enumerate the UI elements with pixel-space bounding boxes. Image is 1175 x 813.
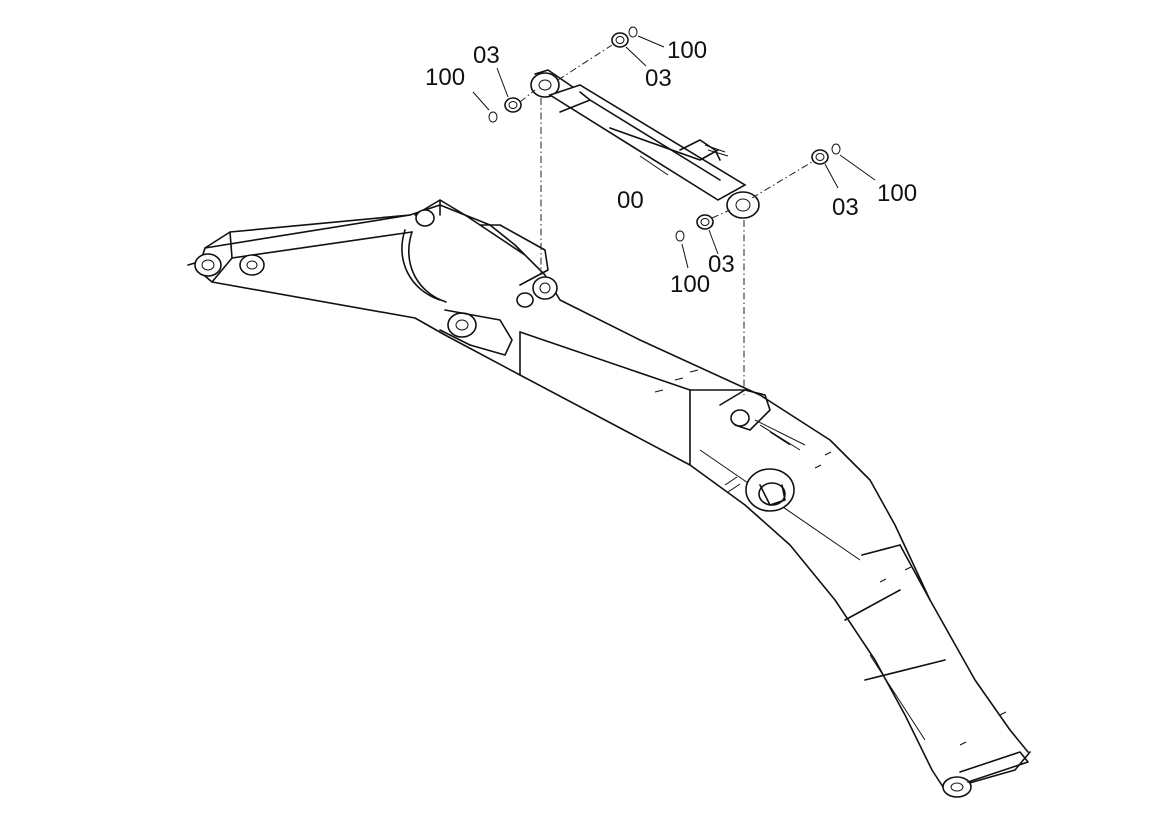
callout-shim-100-lower: 100: [670, 271, 710, 298]
spacer-03-right: [811, 149, 829, 165]
callout-labels: 100 03 100 03 00 03 100 100 03: [425, 37, 917, 298]
spacer-03-top-left: [504, 97, 522, 113]
boom-assembly: [187, 199, 1031, 798]
callout-shim-100-right: 100: [877, 180, 917, 207]
assembly-lines: [519, 44, 813, 395]
callout-boom-cylinder-00: 00: [617, 187, 644, 214]
callout-shim-100-top-right: 100: [667, 37, 707, 64]
callout-spacer-03-right: 03: [832, 194, 859, 221]
callout-shim-100-top-left: 100: [425, 64, 465, 91]
callout-spacer-03-top-right: 03: [645, 65, 672, 92]
boom-cylinder: [530, 69, 760, 219]
shim-100-lower: [675, 230, 685, 242]
shim-100-top-left: [488, 111, 498, 123]
callout-spacer-03-top-left: 03: [473, 42, 500, 69]
callout-spacer-03-lower: 03: [708, 251, 735, 278]
shim-100-right: [831, 143, 841, 155]
leader-lines: [472, 35, 876, 269]
spacer-03-lower: [696, 214, 714, 230]
spacer-03-top-right: [611, 32, 629, 48]
shim-100-top-right: [628, 26, 638, 38]
